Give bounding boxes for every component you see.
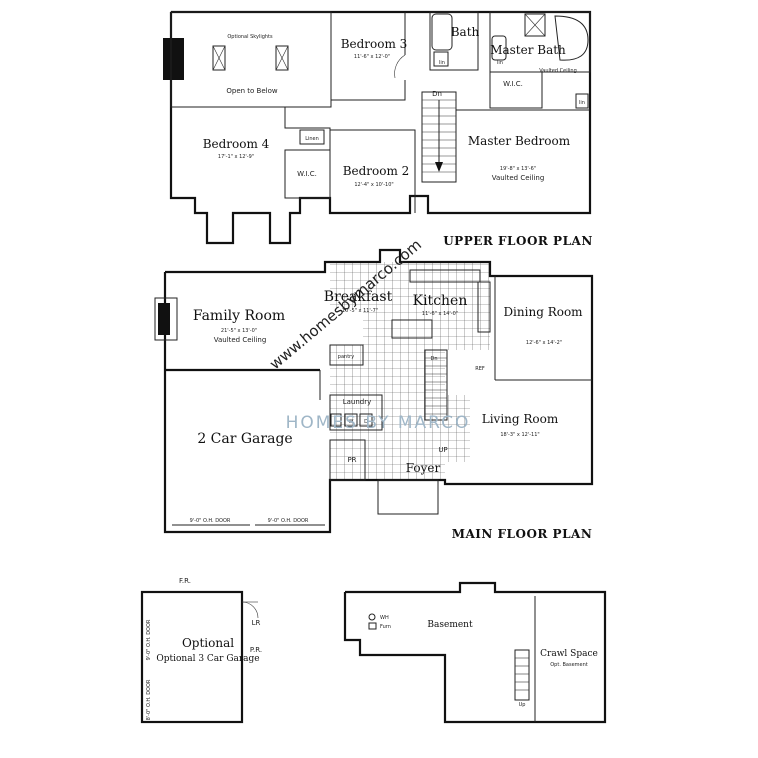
- basement-plan: WH Furn Basement Crawl Space Opt. Baseme…: [343, 581, 607, 724]
- basement-label: Basement: [427, 620, 473, 630]
- family-room-label: Family Room: [193, 308, 285, 324]
- breakfast-dim: 10'-5" x 11'-7": [342, 308, 378, 314]
- optional-skylights-label: Optional Skylights: [227, 34, 273, 40]
- bedroom2-label: Bedroom 2: [343, 164, 410, 178]
- opt-garage-pr: P.R.: [250, 646, 262, 654]
- linen-label-2: lin: [497, 60, 503, 66]
- main-up-label: UP: [438, 446, 447, 454]
- upper-floor-title: UPPER FLOOR PLAN: [443, 234, 593, 248]
- upper-dn-label: Dn: [432, 90, 442, 98]
- opt-garage-label-1: Optional: [182, 636, 234, 650]
- linen-label-3: lin: [579, 100, 585, 106]
- main-dn-label: Dn: [430, 356, 437, 362]
- bedroom4-wic-label: W.I.C.: [297, 170, 317, 178]
- upper-chimney: [163, 38, 184, 80]
- garage-door-1: 9'-0" O.H. DOOR: [190, 518, 231, 524]
- family-room-note: Vaulted Ceiling: [214, 336, 267, 344]
- kitchen-dim: 11'-6" x 14'-0": [422, 311, 458, 317]
- opt-garage-label-2: Optional 3 Car Garage: [156, 654, 259, 664]
- breakfast-label: Breakfast: [324, 289, 393, 305]
- optional-garage-plan: F.R. LR P.R. Optional Optional 3 Car Gar…: [140, 577, 262, 724]
- master-wic-label: W.I.C.: [503, 80, 523, 88]
- basement-up-label: Up: [519, 702, 526, 708]
- dining-room-dim: 12'-6" x 14'-2": [526, 340, 562, 346]
- laundry-label: Laundry: [343, 398, 372, 406]
- main-floor-plan: Family Room 21'-5" x 13'-0" Vaulted Ceil…: [154, 248, 594, 541]
- main-fireplace: [158, 303, 170, 335]
- furnace-label: Furn: [380, 624, 391, 630]
- linen-label-1: lin: [439, 60, 445, 66]
- linen-label: Linen: [305, 136, 319, 142]
- kitchen-label: Kitchen: [413, 293, 468, 309]
- dining-room-label: Dining Room: [503, 305, 583, 319]
- master-bedroom-note: Vaulted Ceiling: [492, 174, 545, 182]
- dryer-label: D: [364, 419, 368, 425]
- master-bedroom-label: Master Bedroom: [468, 134, 571, 148]
- bedroom2-dim: 12'-4" x 10'-10": [354, 182, 393, 188]
- washer-label: W: [349, 419, 354, 425]
- opt-basement-label: Opt. Basement: [550, 662, 588, 668]
- crawl-space-label: Crawl Space: [540, 649, 598, 659]
- garage-door-2: 9'-0" O.H. DOOR: [268, 518, 309, 524]
- bedroom3-label: Bedroom 3: [341, 37, 408, 51]
- vaulted-ceiling-bath: Vaulted Ceiling: [539, 68, 577, 74]
- water-heater-label: WH: [380, 615, 389, 621]
- opt-garage-side-dim-2: 8'-0" O.H. DOOR: [146, 679, 152, 720]
- open-to-below-label: Open to Below: [226, 87, 278, 95]
- watermark-brand: HOMES BY MARCO: [286, 413, 471, 433]
- garage-label: 2 Car Garage: [197, 431, 292, 447]
- living-room-dim: 18'-3" x 12'-11": [500, 432, 539, 438]
- upper-floor-plan: Optional Skylights Open to Below Bedroom…: [163, 10, 593, 248]
- ref-label: REF: [475, 366, 485, 372]
- bedroom3-dim: 11'-6" x 12'-0": [354, 54, 390, 60]
- main-floor-title: MAIN FLOOR PLAN: [452, 527, 593, 541]
- master-bedroom-dim: 19'-8" x 13'-6": [500, 166, 536, 172]
- bedroom4-label: Bedroom 4: [203, 137, 270, 151]
- opt-garage-side-dim-1: 9'-0" O.H. DOOR: [146, 619, 152, 660]
- skylight-icon: [212, 45, 289, 71]
- foyer-label: Foyer: [406, 461, 441, 475]
- pantry-label: pantry: [338, 354, 354, 360]
- powder-room-label: PR: [347, 456, 356, 464]
- family-room-dim: 21'-5" x 13'-0": [221, 328, 257, 334]
- bedroom4-dim: 17'-1" x 12'-9": [218, 154, 254, 160]
- opt-garage-lr: LR: [252, 619, 261, 627]
- master-bath-label: Master Bath: [490, 43, 566, 57]
- arrow-down-icon: [435, 162, 443, 172]
- living-room-label: Living Room: [482, 412, 559, 426]
- opt-garage-fr: F.R.: [179, 577, 191, 585]
- bath-label: Bath: [451, 25, 480, 39]
